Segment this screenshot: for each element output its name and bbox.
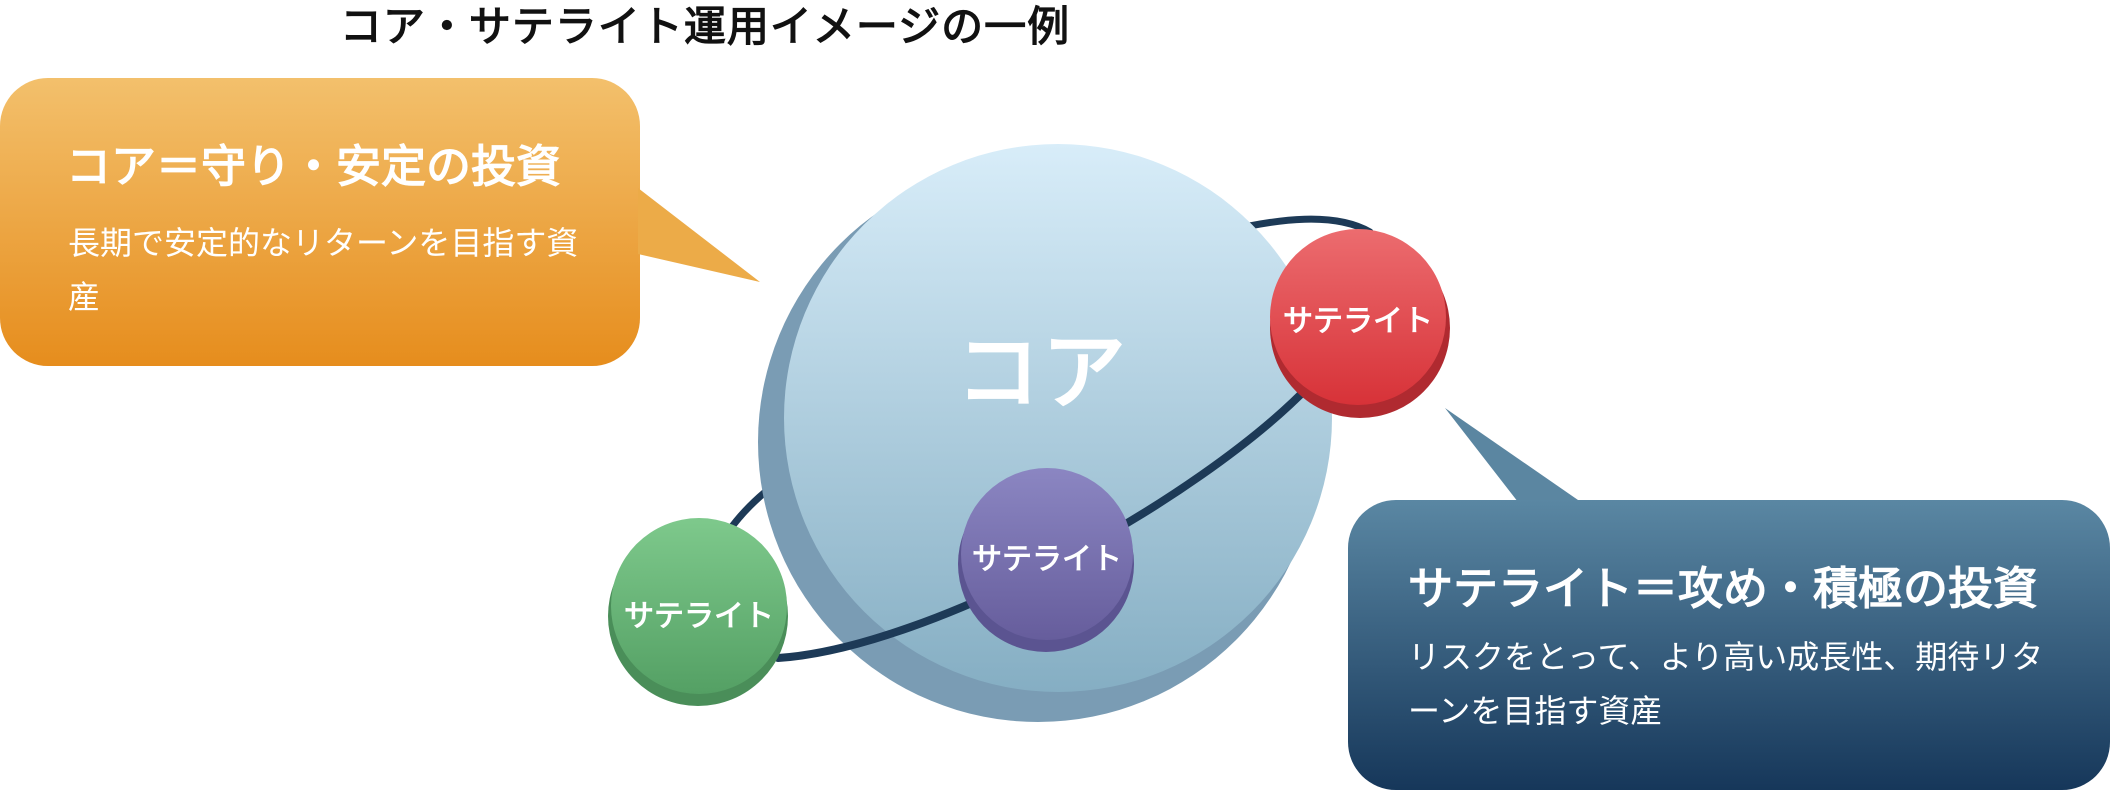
satellite-callout-title: サテライト＝攻め・積極の投資 — [1408, 562, 2039, 615]
satellite-red-label: サテライト — [1283, 304, 1433, 339]
satellite-sphere-red — [1270, 229, 1450, 418]
satellite-callout — [1348, 408, 2110, 790]
core-sphere-label: コア — [955, 323, 1129, 422]
core-callout-title: コア＝守り・安定の投資 — [66, 140, 562, 193]
satellite-purple-label: サテライト — [972, 542, 1122, 577]
satellite-sphere-green — [608, 518, 788, 706]
satellite-green-label: サテライト — [624, 599, 774, 634]
satellite-callout-description: リスクをとって、より高い成長性、期待リターンを目指す資産 — [1408, 638, 2044, 730]
diagram-title: コア・サテライト運用イメージの一例 — [339, 2, 1071, 51]
core-sphere — [758, 144, 1332, 722]
satellite-sphere-purple — [958, 468, 1134, 652]
core-callout-description: 長期で安定的なリターンを目指す資産 — [68, 224, 579, 316]
core-callout — [0, 78, 760, 366]
